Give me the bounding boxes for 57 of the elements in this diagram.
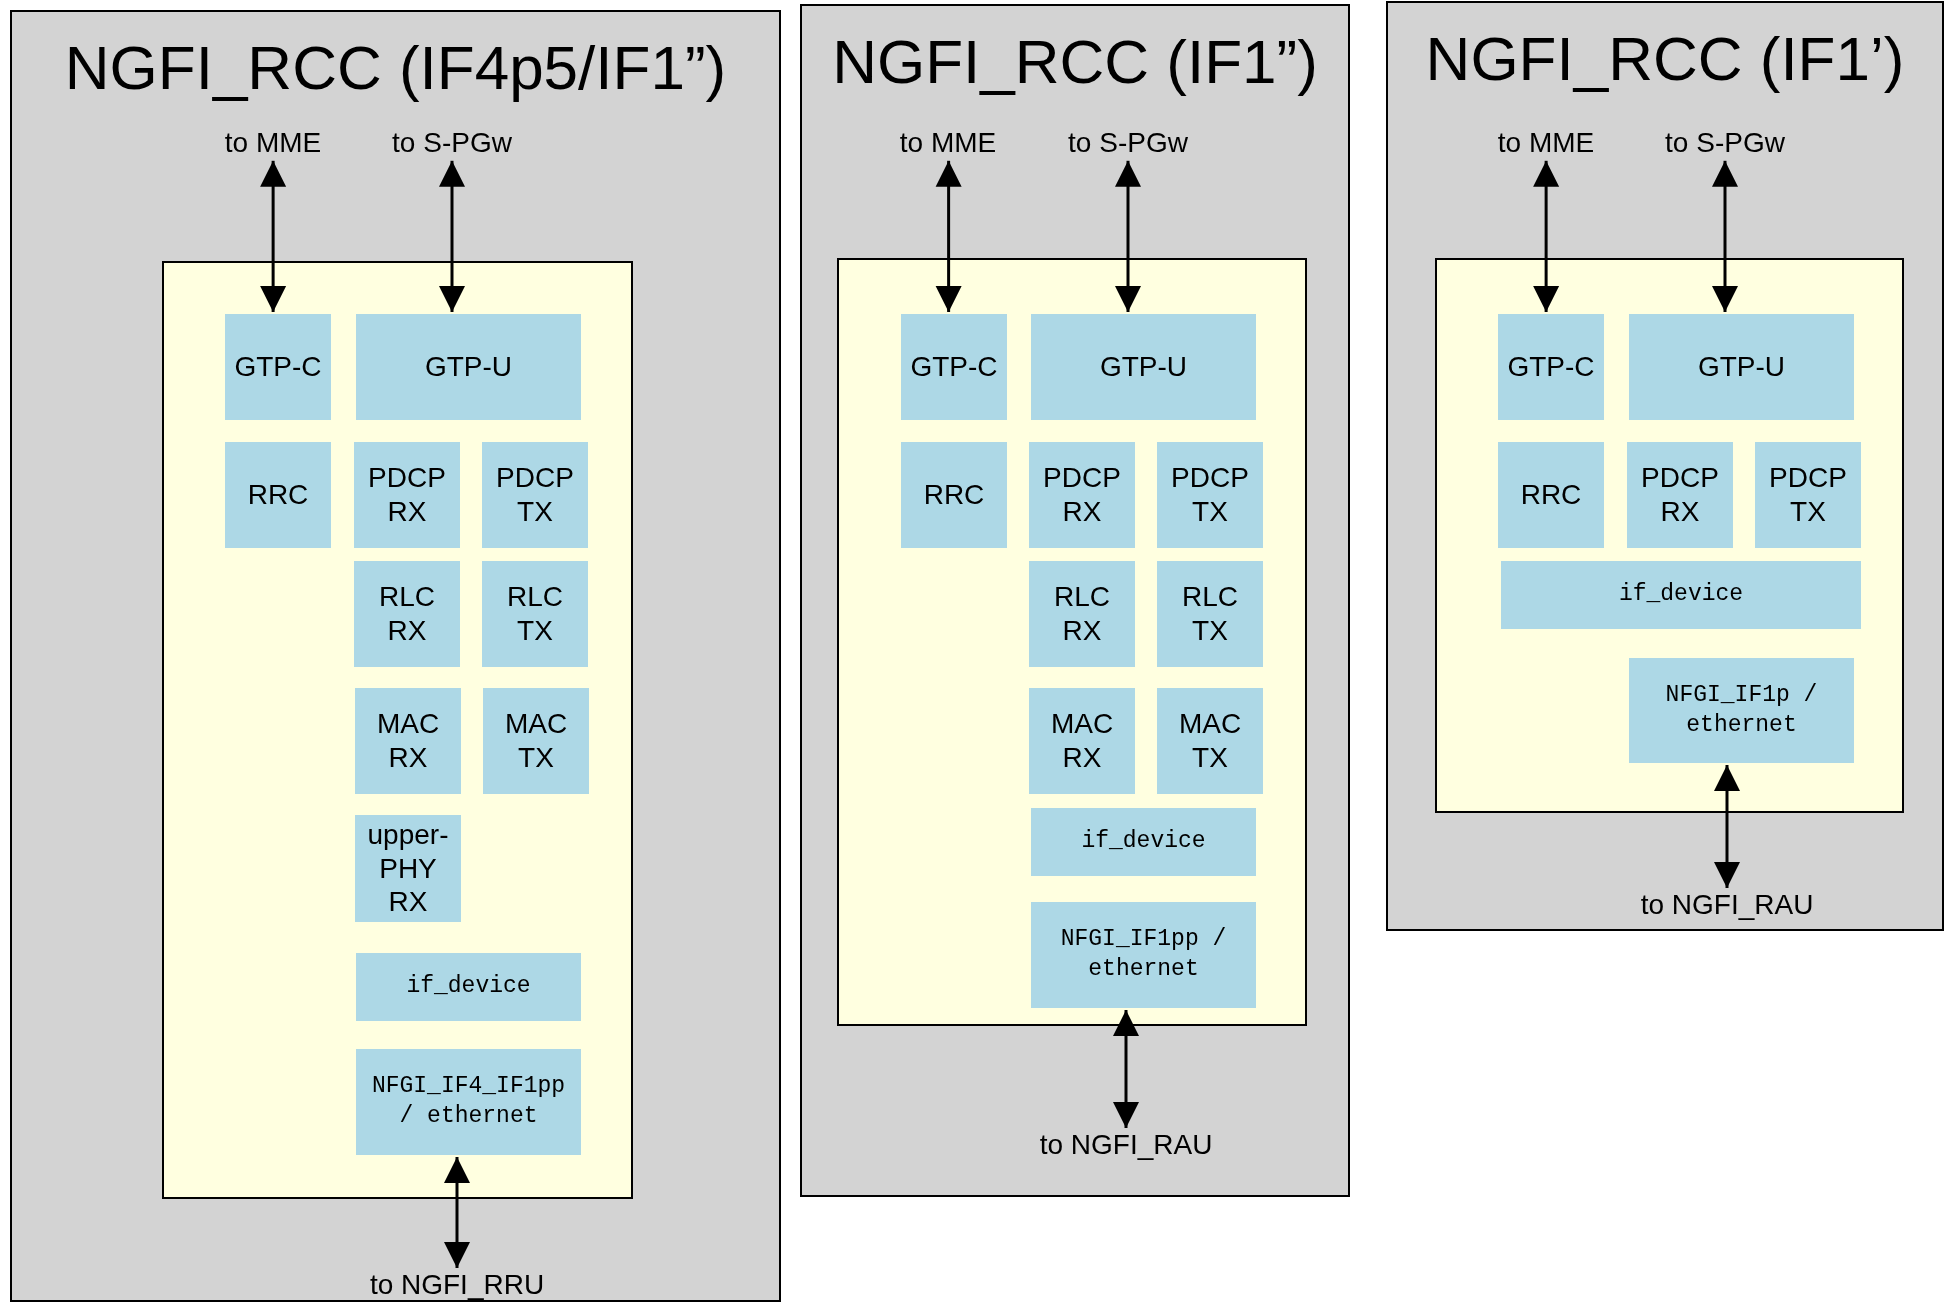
layer-block: RRC (901, 442, 1007, 548)
interface-block: NFGI_IF1pp / ethernet (1031, 902, 1256, 1008)
layer-block: PDCP RX (1029, 442, 1135, 548)
layer-block: MAC RX (355, 688, 461, 794)
layer-block: GTP-C (225, 314, 331, 420)
module-box (837, 258, 1307, 1026)
endpoint-label: to NGFI_RAU (1039, 1130, 1213, 1161)
module-box (1435, 258, 1904, 813)
layer-block: GTP-U (1629, 314, 1854, 420)
group-panel (800, 4, 1350, 1197)
endpoint-label: to S-PGw (1665, 128, 1785, 159)
endpoint-label: to NGFI_RAU (1640, 890, 1814, 921)
layer-block: PDCP RX (1627, 442, 1733, 548)
endpoint-label: to MME (1497, 128, 1595, 159)
endpoint-label: to MME (224, 128, 322, 159)
layer-block: PDCP RX (354, 442, 460, 548)
double-arrow (260, 160, 287, 312)
layer-block: PDCP TX (482, 442, 588, 548)
double-arrow (1712, 160, 1738, 312)
layer-block: MAC RX (1029, 688, 1135, 794)
endpoint-label: to MME (899, 128, 997, 159)
double-arrow (1115, 160, 1141, 312)
endpoint-label: to NGFI_RRU (369, 1270, 545, 1301)
interface-block: if_device (1031, 808, 1256, 876)
layer-block: RLC TX (482, 561, 588, 667)
layer-block: RLC TX (1157, 561, 1263, 667)
double-arrow (1714, 765, 1740, 888)
double-arrow (444, 1157, 470, 1268)
layer-block: GTP-U (1031, 314, 1256, 420)
layer-block: RRC (225, 442, 331, 548)
panel-title: NGFI_RCC (IF4p5/IF1”) (63, 34, 728, 103)
layer-block: GTP-U (356, 314, 581, 420)
layer-block: GTP-C (901, 314, 1007, 420)
interface-block: NFGI_IF4_IF1pp / ethernet (356, 1049, 581, 1155)
layer-block: PDCP TX (1755, 442, 1861, 548)
layer-block: MAC TX (483, 688, 589, 794)
interface-block: if_device (1501, 561, 1861, 629)
layer-block: RLC RX (1029, 561, 1135, 667)
endpoint-label: to S-PGw (392, 128, 512, 159)
panel-title: NGFI_RCC (IF1’) (1424, 25, 1906, 94)
module-box (162, 261, 633, 1199)
panel-title: NGFI_RCC (IF1”) (831, 28, 1319, 97)
layer-block: RRC (1498, 442, 1604, 548)
layer-block: GTP-C (1498, 314, 1604, 420)
layer-block: PDCP TX (1157, 442, 1263, 548)
interface-block: if_device (356, 953, 581, 1021)
layer-block: MAC TX (1157, 688, 1263, 794)
double-arrow (1113, 1010, 1139, 1128)
double-arrow (439, 160, 465, 312)
double-arrow (1533, 160, 1560, 312)
double-arrow (935, 160, 962, 312)
interface-block: NFGI_IF1p / ethernet (1629, 658, 1854, 763)
endpoint-label: to S-PGw (1068, 128, 1188, 159)
group-panel (10, 10, 781, 1302)
layer-block: RLC RX (354, 561, 460, 667)
group-panel (1386, 1, 1944, 931)
layer-block: upper-PHY RX (355, 815, 461, 922)
